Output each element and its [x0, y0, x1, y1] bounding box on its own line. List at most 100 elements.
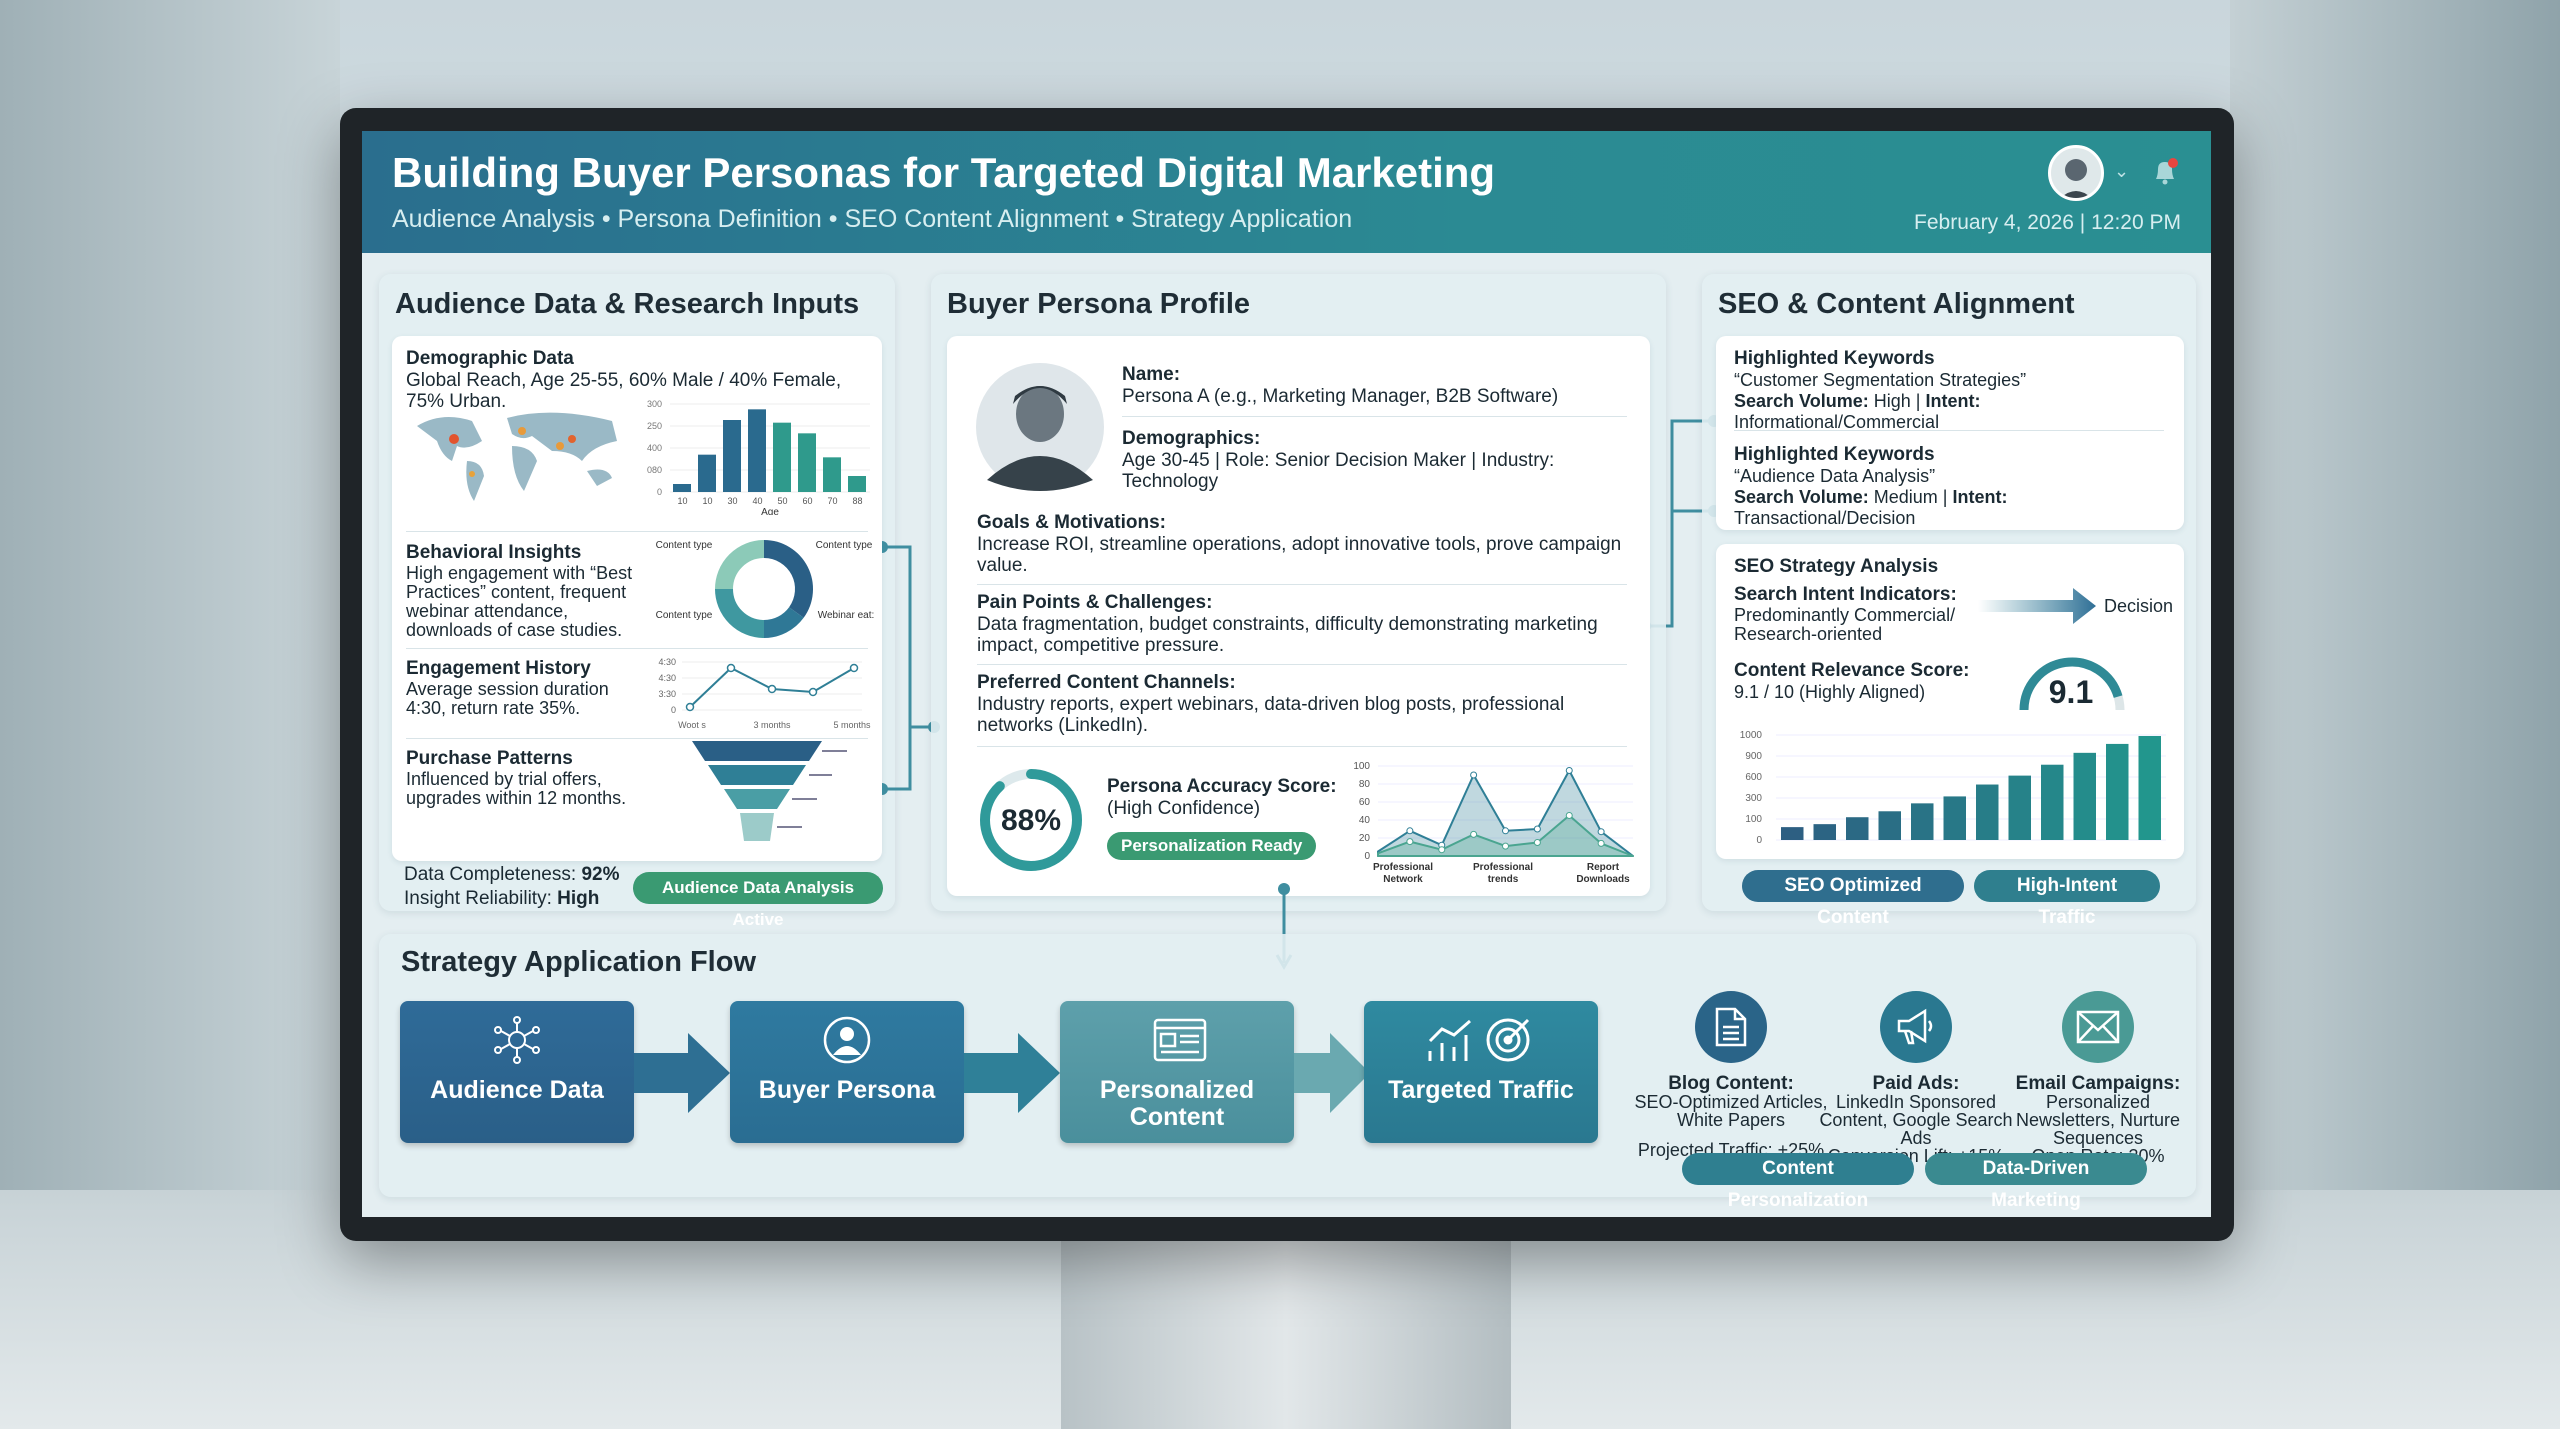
insight-reliability: Insight Reliability: High — [404, 888, 600, 909]
y-tick-label: 4:30 — [658, 657, 676, 667]
bar — [1846, 817, 1869, 840]
section-heading: Purchase Patterns — [406, 748, 573, 769]
flow-step-label: Personalized Content — [1099, 1076, 1255, 1131]
flow-step-targeted-traffic[interactable]: Targeted Traffic — [1364, 1001, 1598, 1143]
section-heading: Demographic Data — [406, 348, 574, 369]
section-heading: Engagement History — [406, 658, 591, 679]
bar — [773, 422, 791, 492]
section-text: Influenced by trial offers, upgrades wit… — [406, 769, 627, 808]
donut-label: Webinar eat: — [818, 610, 874, 621]
purchase-funnel — [692, 741, 847, 841]
flow-step-audience-data[interactable]: Audience Data — [400, 1001, 634, 1143]
gauge-fill — [2019, 657, 2123, 711]
persona-goals: Goals & Motivations:Increase ROI, stream… — [977, 512, 1622, 576]
chevron-down-icon[interactable]: ⌄ — [2114, 161, 2130, 181]
monitor-stand — [1061, 1238, 1511, 1429]
user-avatar[interactable] — [2048, 145, 2104, 201]
bar — [2073, 752, 2096, 840]
divider — [406, 648, 868, 649]
persona-name: Name:Persona A (e.g., Marketing Manager,… — [1122, 364, 1559, 407]
content-relevance: Content Relevance Score:9.1 / 10 (Highly… — [1734, 660, 1970, 702]
divider — [977, 746, 1627, 747]
panel-title: Strategy Application Flow — [401, 946, 757, 978]
keyword-item: Highlighted Keywords “Customer Segmentat… — [1734, 348, 2027, 432]
y-tick-label: 4:30 — [658, 673, 676, 683]
user-icon — [2060, 159, 2092, 198]
x-tick-label: 10 — [677, 496, 687, 506]
x-tick-label: Network — [1383, 874, 1423, 885]
y-tick-label: 60 — [1359, 797, 1371, 808]
x-tick-label: 10 — [702, 496, 712, 506]
page-subtitle: Audience Analysis • Persona Definition •… — [392, 205, 1353, 233]
ring-fill — [980, 769, 1082, 871]
accuracy-score-label: Persona Accuracy Score:(High Confidence) — [1107, 776, 1337, 819]
y-tick-label: 1000 — [1740, 730, 1763, 741]
keywords-card: Highlighted Keywords “Customer Segmentat… — [1716, 336, 2184, 530]
data-point — [1565, 767, 1573, 774]
dashboard-screen: Building Buyer Personas for Targeted Dig… — [362, 131, 2211, 1217]
flow-arrow-head — [688, 1033, 730, 1113]
panel-title: Audience Data & Research Inputs — [395, 288, 860, 320]
donut-slice — [763, 540, 813, 618]
persona-card: Name:Persona A (e.g., Marketing Manager,… — [947, 336, 1650, 896]
x-tick-label: 50 — [777, 496, 787, 506]
section-text: High engagement with “Best Practices” co… — [406, 563, 633, 640]
bar — [748, 409, 766, 492]
section-text: Average session duration 4:30, return ra… — [406, 679, 609, 718]
donut-slice — [715, 588, 765, 638]
bell-icon[interactable] — [2150, 157, 2180, 187]
y-tick-label: 900 — [1745, 751, 1762, 762]
donut-slice — [763, 606, 804, 638]
x-tick-label: Professional — [1373, 862, 1433, 873]
bar — [1943, 796, 1966, 840]
bar — [1813, 824, 1836, 840]
gauge-value: 9.1 — [2048, 674, 2094, 710]
data-completeness: Data Completeness: 92% — [404, 864, 620, 885]
persona-avatar — [976, 363, 1104, 491]
bar — [1878, 811, 1901, 840]
data-point — [1565, 812, 1573, 819]
channel-paid-ads: Paid Ads:LinkedIn Sponsored Content, Goo… — [1816, 991, 2016, 1165]
document-icon — [1695, 991, 1767, 1063]
bar — [2138, 735, 2161, 840]
bar — [673, 484, 691, 492]
header: Building Buyer Personas for Targeted Dig… — [362, 131, 2211, 253]
channel-email: Email Campaigns:Personalized Newsletters… — [1998, 991, 2198, 1165]
world-map — [417, 412, 617, 501]
flow-step-personalized-content[interactable]: Personalized Content — [1060, 1001, 1294, 1143]
y-tick-label: 100 — [1745, 814, 1762, 825]
flow-step-buyer-persona[interactable]: Buyer Persona — [730, 1001, 964, 1143]
channel-blog: Blog Content:SEO-Optimized Articles, Whi… — [1631, 991, 1831, 1159]
intent-arrow-icon — [1978, 588, 2096, 624]
personalization-badge: Personalization Ready — [1107, 832, 1317, 860]
divider — [977, 664, 1627, 665]
data-point — [1597, 828, 1605, 836]
data-point — [1470, 830, 1478, 838]
data-point — [1502, 827, 1509, 835]
divider — [406, 531, 868, 532]
x-axis-label: Age — [761, 507, 779, 515]
audience-panel: Audience Data & Research Inputs Demograp… — [379, 274, 895, 929]
y-tick-label: 100 — [1353, 761, 1370, 772]
persona-channels: Preferred Content Channels:Industry repo… — [977, 672, 1565, 736]
y-tick-label: 3:30 — [658, 689, 676, 699]
section-text: Global Reach, Age 25-55, 60% Male / 40% … — [406, 370, 842, 412]
data-point — [1406, 827, 1414, 835]
chart-target-icon — [1428, 1018, 1530, 1062]
y-tick-label: 40 — [1359, 815, 1371, 826]
data-point — [1502, 842, 1509, 850]
y-tick-label: 0 — [1364, 851, 1370, 862]
tag-content-personalization: Content Personalization — [1682, 1153, 1914, 1211]
donut-label: Content type — [816, 540, 873, 551]
y-tick-label: 250 — [647, 421, 662, 431]
data-point — [685, 702, 695, 712]
envelope-icon — [2062, 991, 2134, 1063]
persona-demographics: Demographics:Age 30-45 | Role: Senior De… — [1122, 428, 1555, 492]
x-tick-label: Downloads — [1576, 874, 1630, 885]
person-icon — [823, 1016, 871, 1064]
flow-arrow — [634, 1053, 690, 1093]
data-point — [1470, 771, 1478, 779]
persona-panel: Buyer Persona Profile Name:Persona A (e.… — [931, 274, 1666, 911]
